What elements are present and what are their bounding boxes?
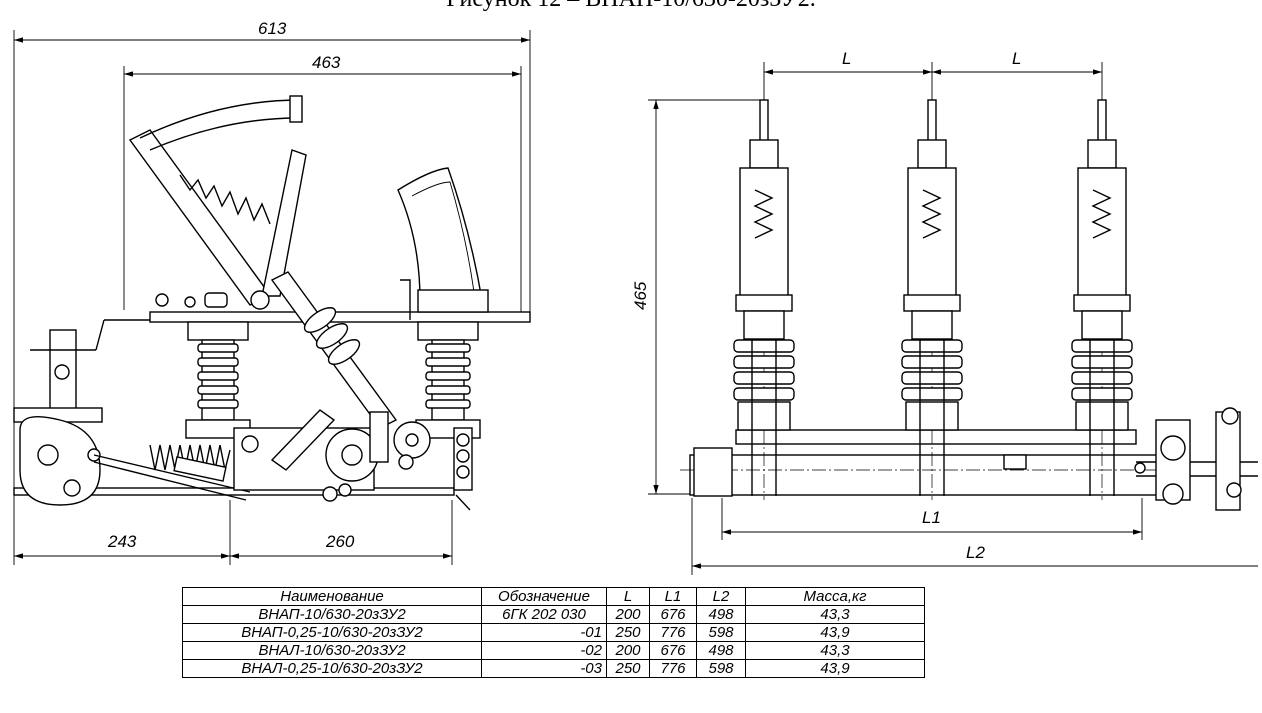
table-row: ВНАЛ-0,25-10/630-20зЗУ2 -03 250 776 598 … xyxy=(182,659,925,678)
front-base-frame xyxy=(680,429,1180,497)
cell-designation: -03 xyxy=(481,659,607,678)
cell-l: 250 xyxy=(606,623,650,642)
right-insulator xyxy=(415,321,481,439)
front-view: L L 465 xyxy=(631,49,1258,575)
cell-designation: -01 xyxy=(481,623,607,642)
col-header-designation: Обозначение xyxy=(481,587,607,606)
col-header-l: L xyxy=(606,587,650,606)
cell-name: ВНАП-0,25-10/630-20зЗУ2 xyxy=(182,623,482,642)
dim-label-L1: L1 xyxy=(922,508,941,527)
cell-designation: -02 xyxy=(481,641,607,660)
dim-total-length: L2 xyxy=(691,498,1258,575)
dim-frame-width: 463 xyxy=(123,53,522,322)
dim-label-260: 260 xyxy=(325,532,355,551)
dim-label-L-2: L xyxy=(1012,49,1021,68)
cell-mass: 43,3 xyxy=(745,641,925,660)
technical-drawing: 613 463 xyxy=(13,19,1258,575)
drive-mechanism xyxy=(13,319,251,506)
knife-blade xyxy=(270,271,398,429)
col-header-l1: L1 xyxy=(649,587,697,606)
top-plate xyxy=(149,311,531,323)
cell-l1: 676 xyxy=(649,641,697,660)
cell-l: 250 xyxy=(606,659,650,678)
dim-base: 243 260 xyxy=(14,500,453,565)
front-drive-coupling xyxy=(1134,407,1258,511)
pole-1 xyxy=(733,99,795,500)
cell-name: ВНАЛ-0,25-10/630-20зЗУ2 xyxy=(182,659,482,678)
lever-arm xyxy=(128,95,307,310)
left-insulator xyxy=(185,321,251,439)
side-view: 613 463 xyxy=(13,19,531,565)
pole-2 xyxy=(901,99,963,500)
contact-mechanism xyxy=(233,409,473,511)
table-row: ВНАП-10/630-20зЗУ2 6ГК 202 030 200 676 4… xyxy=(182,605,925,624)
col-header-l2: L2 xyxy=(696,587,746,606)
dim-overall-width: 613 xyxy=(13,19,531,565)
cell-l2: 598 xyxy=(696,623,746,642)
dim-label-613: 613 xyxy=(258,19,287,38)
dim-label-L2: L2 xyxy=(966,543,985,562)
cell-l: 200 xyxy=(606,641,650,660)
dim-label-463: 463 xyxy=(312,53,341,72)
col-header-name: Наименование xyxy=(182,587,482,606)
arc-chute xyxy=(397,167,489,320)
table-row: ВНАП-0,25-10/630-20зЗУ2 -01 250 776 598 … xyxy=(182,623,925,642)
dim-height: 465 xyxy=(631,99,760,495)
figure-caption: Рисунок 12 – ВНАП-10/630-20зЗУ2. xyxy=(0,0,1262,13)
pole-3 xyxy=(1071,99,1133,500)
col-header-mass: Масса,кг xyxy=(745,587,925,606)
cell-designation: 6ГК 202 030 xyxy=(481,605,607,624)
dim-frame-length: L1 xyxy=(721,498,1143,540)
cell-l1: 776 xyxy=(649,623,697,642)
cell-name: ВНАЛ-10/630-20зЗУ2 xyxy=(182,641,482,660)
cell-mass: 43,3 xyxy=(745,605,925,624)
cell-l: 200 xyxy=(606,605,650,624)
table-header-row: Наименование Обозначение L L1 L2 Масса,к… xyxy=(182,587,925,606)
cell-l1: 776 xyxy=(649,659,697,678)
dim-label-L-1: L xyxy=(842,49,851,68)
cell-l1: 676 xyxy=(649,605,697,624)
cell-l2: 498 xyxy=(696,605,746,624)
table-row: ВНАЛ-10/630-20зЗУ2 -02 200 676 498 43,3 xyxy=(182,641,925,660)
dim-label-465: 465 xyxy=(631,281,650,310)
cell-mass: 43,9 xyxy=(745,659,925,678)
spec-table: Наименование Обозначение L L1 L2 Масса,к… xyxy=(182,587,925,678)
cell-name: ВНАП-10/630-20зЗУ2 xyxy=(182,605,482,624)
cell-l2: 498 xyxy=(696,641,746,660)
cell-l2: 598 xyxy=(696,659,746,678)
cell-mass: 43,9 xyxy=(745,623,925,642)
dim-label-243: 243 xyxy=(107,532,137,551)
